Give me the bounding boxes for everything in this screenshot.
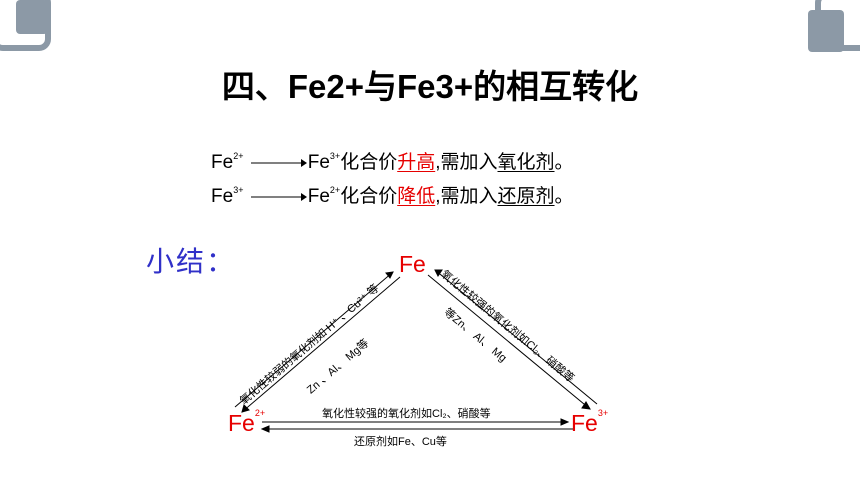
corner-decoration-right [808, 0, 860, 52]
node-fe2-charge: 2+ [254, 408, 266, 419]
bottom-edge-arrows [260, 418, 574, 433]
period: 。 [554, 186, 574, 207]
agent-type: 氧化剂 [497, 152, 555, 173]
node-fe3-symbol: Fe [571, 410, 598, 436]
charge: 3+ [233, 184, 244, 195]
page-title: 四、Fe2+与Fe3+的相互转化 [221, 68, 639, 105]
node-fe2-symbol: Fe [228, 410, 255, 436]
species-to: Fe [307, 186, 330, 207]
label-need: ,需加入 [435, 186, 498, 207]
node-fe2: Fe2+ [228, 408, 266, 437]
valence-change: 升高 [397, 152, 436, 173]
charge: 3+ [329, 150, 341, 161]
label-need: ,需加入 [435, 152, 498, 173]
conversion-line-1: Fe2+ Fe3+化合价升高 ,需加入氧化剂。 [211, 147, 574, 174]
species-from: Fe [211, 152, 234, 173]
node-fe3: Fe3+ [571, 408, 609, 437]
species-to: Fe [307, 152, 330, 173]
bottom-bottom-label: 还原剂如Fe、Cu等 [354, 436, 447, 448]
node-fe: Fe [399, 251, 426, 277]
species-from: Fe [211, 186, 234, 207]
right-edge-arrows [427, 269, 598, 410]
arrow-right-icon [250, 158, 307, 167]
period: 。 [554, 152, 574, 173]
label-valence: 化合价 [340, 152, 398, 173]
label-valence: 化合价 [340, 186, 398, 207]
charge: 2+ [329, 184, 341, 195]
corner-decoration-left [0, 0, 51, 51]
valence-change: 降低 [397, 186, 436, 207]
summary-label: 小结： [146, 246, 237, 277]
charge: 2+ [233, 150, 244, 161]
conversion-line-2: Fe3+ Fe2+化合价降低 ,需加入还原剂。 [211, 181, 574, 208]
arrow-right-icon [250, 192, 307, 201]
agent-type: 还原剂 [497, 186, 555, 207]
node-fe3-charge: 3+ [597, 408, 609, 419]
left-edge-arrows [234, 271, 401, 413]
bottom-top-label: 氧化性较强的氧化剂如Cl₂、硝酸等 [322, 408, 491, 420]
